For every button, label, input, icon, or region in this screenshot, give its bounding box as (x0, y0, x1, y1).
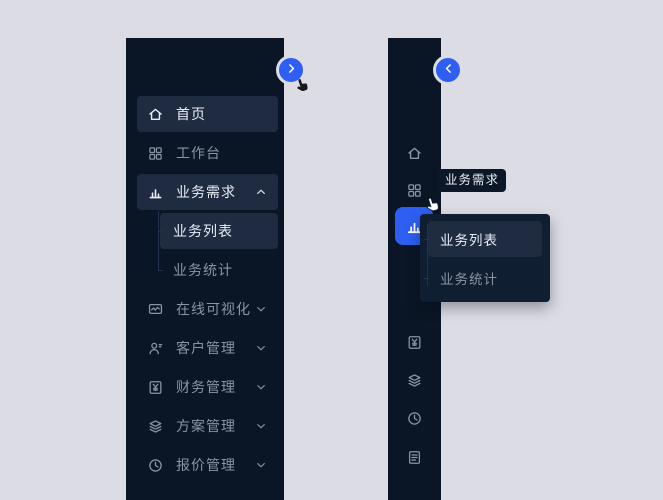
submenu-item-business-list[interactable]: 业务列表 (158, 213, 278, 249)
menu-item-label: 工作台 (176, 145, 221, 161)
layers-icon (406, 372, 423, 389)
apps-grid-icon (406, 182, 423, 199)
layers-icon (147, 418, 164, 435)
menu-item-quote-management[interactable]: 报价管理 (137, 447, 278, 483)
menu-item-label: 客户管理 (176, 340, 236, 356)
submenu-item-business-stats[interactable]: 业务统计 (158, 252, 278, 288)
rail-item-plan-management[interactable] (406, 372, 423, 389)
menu-item-business-requirements[interactable]: 业务需求 (137, 174, 278, 210)
bar-chart-icon (147, 184, 164, 201)
collapse-toggle-button[interactable] (276, 55, 306, 85)
chevron-right-icon (285, 62, 298, 78)
chevron-down-icon (254, 458, 268, 472)
submenu-item-label: 业务列表 (173, 223, 233, 239)
submenu-business-requirements: 业务列表 业务统计 (137, 211, 278, 288)
rail-item-reports[interactable] (406, 449, 423, 466)
chevron-down-icon (254, 380, 268, 394)
menu-item-customer-management[interactable]: 客户管理 (137, 330, 278, 366)
menu-item-label: 报价管理 (176, 457, 236, 473)
chevron-down-icon (254, 302, 268, 316)
clock-icon (406, 410, 423, 427)
rail-item-home[interactable] (406, 145, 423, 162)
expanded-menu: 首页 工作台 业务需求 业务列表 (137, 96, 278, 486)
monitor-wave-icon (147, 301, 164, 318)
popup-item-label: 业务统计 (440, 272, 498, 287)
menu-item-home[interactable]: 首页 (137, 96, 278, 132)
expand-toggle-button[interactable] (433, 55, 463, 85)
bar-chart-icon (405, 217, 424, 236)
yuan-document-icon (406, 334, 423, 351)
menu-item-label: 财务管理 (176, 379, 236, 395)
chevron-up-icon (254, 185, 268, 199)
rail-item-finance-management[interactable] (406, 334, 423, 351)
apps-grid-icon (147, 145, 164, 162)
sidebar-expanded: 首页 工作台 业务需求 业务列表 (126, 38, 284, 500)
menu-item-label: 在线可视化 (176, 301, 251, 317)
menu-item-finance-management[interactable]: 财务管理 (137, 369, 278, 405)
chevron-left-icon (442, 62, 455, 78)
submenu-popup: 业务列表 业务统计 (420, 214, 550, 302)
popup-item-label: 业务列表 (440, 233, 498, 248)
clock-icon (147, 457, 164, 474)
submenu-item-label: 业务统计 (173, 262, 233, 278)
menu-item-plan-management[interactable]: 方案管理 (137, 408, 278, 444)
menu-item-online-visualization[interactable]: 在线可视化 (137, 291, 278, 327)
file-list-icon (406, 449, 423, 466)
menu-item-label: 方案管理 (176, 418, 236, 434)
user-icon (147, 340, 164, 357)
menu-item-workbench[interactable]: 工作台 (137, 135, 278, 171)
chevron-down-icon (254, 341, 268, 355)
rail-item-workbench[interactable] (406, 182, 423, 199)
home-icon (406, 145, 423, 162)
popup-item-business-list[interactable]: 业务列表 (424, 221, 542, 257)
menu-item-label: 业务需求 (176, 184, 236, 200)
chevron-down-icon (254, 419, 268, 433)
yuan-document-icon (147, 379, 164, 396)
tooltip-business-requirements: 业务需求 (438, 169, 507, 192)
home-icon (147, 106, 164, 123)
popup-item-business-stats[interactable]: 业务统计 (424, 260, 542, 296)
menu-item-label: 首页 (176, 106, 206, 122)
rail-item-quote-management[interactable] (406, 410, 423, 427)
